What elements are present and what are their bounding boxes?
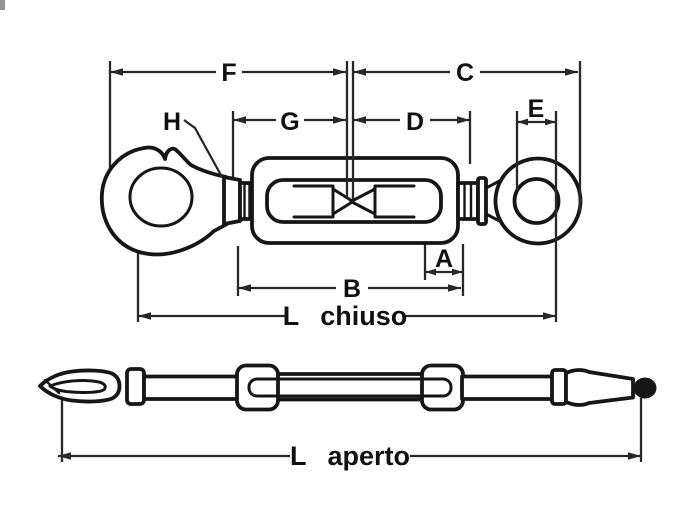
- eye-flange: [476, 176, 488, 226]
- dim-L-chiuso: [138, 312, 556, 320]
- right-thread-lines: [463, 181, 473, 221]
- turnbuckle-open-side-view: [38, 363, 657, 412]
- hook-tip-line: [43, 378, 61, 395]
- dim-label-H: H: [163, 108, 181, 136]
- dim-label-G: G: [280, 108, 299, 136]
- dim-label-A: A: [435, 245, 453, 273]
- right-rod-side: [460, 374, 556, 401]
- dim-A: [425, 268, 463, 276]
- dim-G: [233, 116, 346, 124]
- dim-label-F: F: [221, 59, 236, 87]
- eye-shank-side: [564, 368, 635, 407]
- extension-lines-over: [345, 61, 582, 322]
- dim-H-leader: [183, 119, 224, 178]
- left-threaded-stud: [222, 175, 256, 226]
- right-end-nut: [420, 363, 465, 412]
- dim-label-C: C: [456, 59, 474, 87]
- left-end-nut: [235, 363, 280, 412]
- dim-label-D: D: [406, 108, 424, 136]
- right-rod: [373, 184, 416, 219]
- right-collar: [550, 368, 568, 406]
- dim-C: [353, 68, 578, 76]
- dim-D: [353, 116, 470, 124]
- dim-F: [110, 68, 346, 76]
- scan-artifact: [0, 0, 5, 10]
- left-rod: [292, 184, 335, 219]
- eye-front-view: [493, 156, 583, 246]
- right-stud: [456, 181, 480, 221]
- hook-front-view: [99, 145, 229, 257]
- right-rod-chamfer: [349, 187, 377, 216]
- dim-E: [517, 118, 556, 126]
- dim-label-B: B: [343, 275, 361, 303]
- left-collar: [125, 367, 146, 406]
- eye-inner-hole: [512, 177, 561, 225]
- dim-L-aperto: [58, 452, 641, 460]
- left-rod-side: [142, 374, 240, 401]
- turnbuckle-closed-front-view: [99, 145, 583, 257]
- closed-length-label: L chiuso: [283, 301, 408, 331]
- open-length-label: L aperto: [290, 441, 410, 471]
- right-threaded-stud: [456, 176, 507, 226]
- hook-side-slot: [48, 378, 107, 395]
- left-thread-lines: [243, 181, 251, 221]
- dim-B: [238, 284, 461, 292]
- dimension-labels: F C H G D E A B L chiuso L aperto: [163, 59, 544, 471]
- eye-side-view: [633, 377, 657, 399]
- dimension-lines: [58, 68, 641, 460]
- body-side-slot: [247, 377, 453, 398]
- hook-bowl-opening: [128, 166, 194, 228]
- turnbuckle-body: [250, 156, 460, 245]
- hook-shank-boss: [222, 175, 242, 226]
- dim-label-E: E: [528, 95, 545, 123]
